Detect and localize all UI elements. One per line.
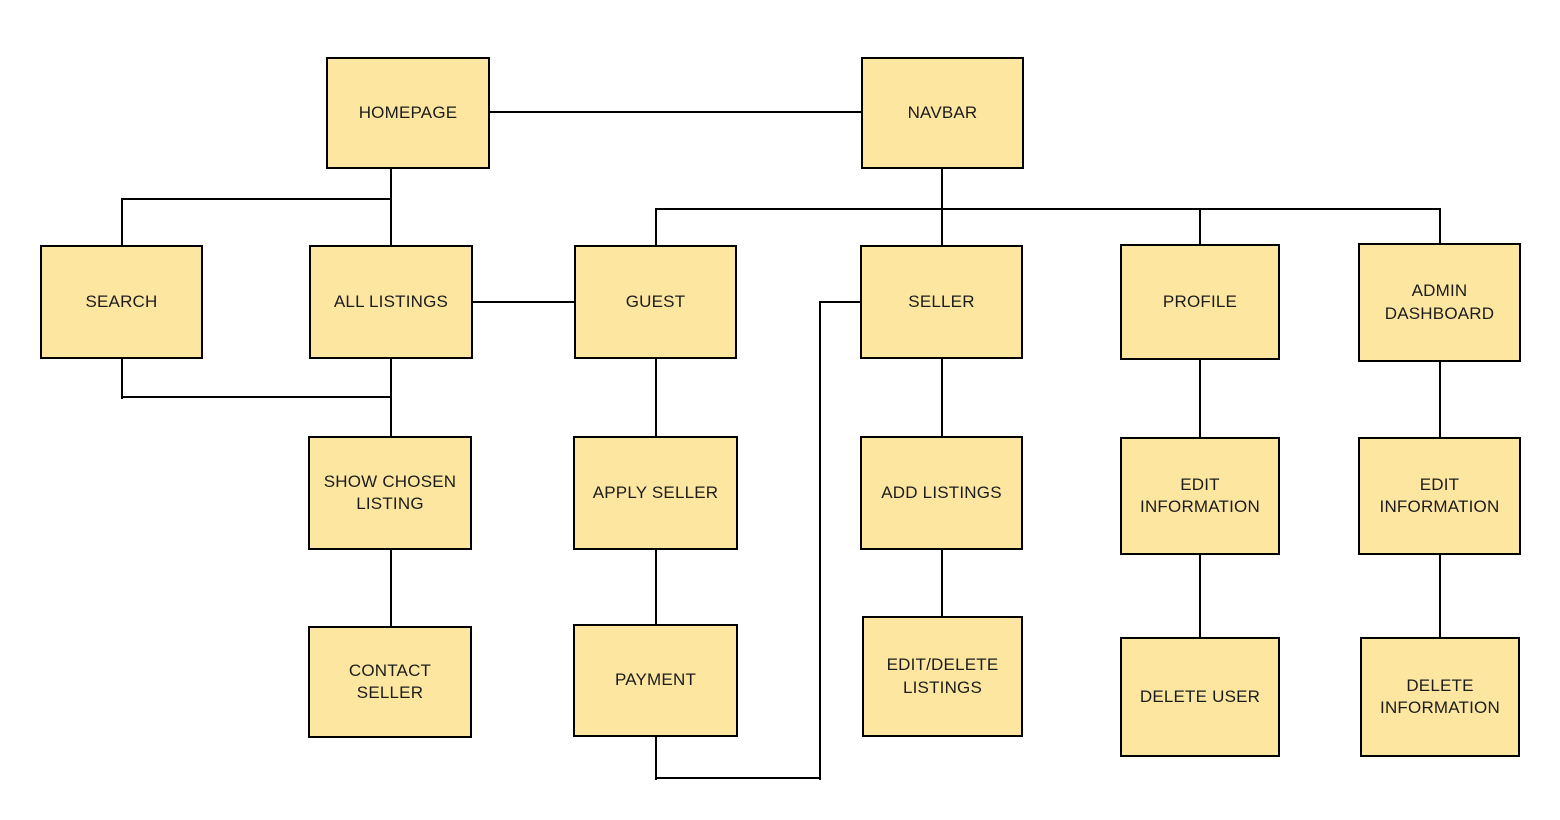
node-label: CONTACT SELLER <box>348 660 432 702</box>
node-contact-seller[interactable]: CONTACT SELLER <box>308 626 472 738</box>
connector-segment <box>121 198 392 200</box>
node-label: PAYMENT <box>614 670 697 690</box>
connector-segment <box>473 301 574 303</box>
node-label: ADD LISTINGS <box>881 482 1002 502</box>
connector-segment <box>941 359 943 437</box>
connector-segment <box>1439 362 1441 438</box>
connector-segment <box>390 169 392 246</box>
connector-segment <box>655 359 657 437</box>
node-admin-dashboard[interactable]: ADMIN DASHBOARD <box>1358 243 1521 362</box>
connector-segment <box>1199 209 1201 245</box>
node-label: APPLY SELLER <box>592 482 719 502</box>
node-delete-user[interactable]: DELETE USER <box>1120 637 1280 757</box>
node-guest[interactable]: GUEST <box>574 245 737 359</box>
node-label: EDIT/DELETE LISTINGS <box>886 655 999 697</box>
node-edit-information-profile[interactable]: EDIT INFORMATION <box>1120 437 1280 555</box>
node-homepage[interactable]: HOMEPAGE <box>326 57 490 169</box>
connector-segment <box>1439 555 1441 638</box>
connector-segment <box>121 199 123 246</box>
connector-segment <box>390 359 392 437</box>
connector-segment <box>121 359 123 399</box>
node-label: EDIT INFORMATION <box>1379 474 1500 516</box>
connector-segment <box>655 550 657 625</box>
connector-segment <box>655 209 657 246</box>
connector-segment <box>655 737 657 780</box>
node-show-chosen-listing[interactable]: SHOW CHOSEN LISTING <box>308 436 472 550</box>
connector-segment <box>941 550 943 617</box>
connector-segment <box>819 301 861 303</box>
connector-segment <box>490 111 861 113</box>
connector-segment <box>655 777 821 779</box>
node-all-listings[interactable]: ALL LISTINGS <box>309 245 473 359</box>
node-label: SELLER <box>908 291 975 311</box>
node-label: ALL LISTINGS <box>333 291 449 311</box>
connector-segment <box>390 550 392 627</box>
node-label: NAVBAR <box>907 102 978 122</box>
node-label: ADMIN DASHBOARD <box>1384 281 1495 323</box>
node-navbar[interactable]: NAVBAR <box>861 57 1024 169</box>
node-label: EDIT INFORMATION <box>1140 474 1260 516</box>
node-add-listings[interactable]: ADD LISTINGS <box>860 436 1023 550</box>
node-label: HOMEPAGE <box>358 102 458 122</box>
node-label: SEARCH <box>85 291 158 311</box>
node-label: PROFILE <box>1162 291 1238 311</box>
node-edit-information-admin[interactable]: EDIT INFORMATION <box>1358 437 1521 555</box>
connector-segment <box>121 396 392 398</box>
node-search[interactable]: SEARCH <box>40 245 203 359</box>
connector-segment <box>655 208 1441 210</box>
node-label: GUEST <box>625 291 686 311</box>
node-delete-information[interactable]: DELETE INFORMATION <box>1360 637 1520 757</box>
connector-segment <box>1199 360 1201 438</box>
node-apply-seller[interactable]: APPLY SELLER <box>573 436 738 550</box>
node-seller[interactable]: SELLER <box>860 245 1023 359</box>
connector-segment <box>941 169 943 246</box>
node-profile[interactable]: PROFILE <box>1120 244 1280 360</box>
node-edit-delete-listings[interactable]: EDIT/DELETE LISTINGS <box>862 616 1023 737</box>
connector-segment <box>1439 209 1441 244</box>
node-label: DELETE USER <box>1139 686 1261 706</box>
connector-segment <box>1199 555 1201 638</box>
connector-segment <box>819 302 821 780</box>
node-label: DELETE INFORMATION <box>1380 675 1500 717</box>
node-payment[interactable]: PAYMENT <box>573 624 738 737</box>
node-label: SHOW CHOSEN LISTING <box>323 471 457 513</box>
